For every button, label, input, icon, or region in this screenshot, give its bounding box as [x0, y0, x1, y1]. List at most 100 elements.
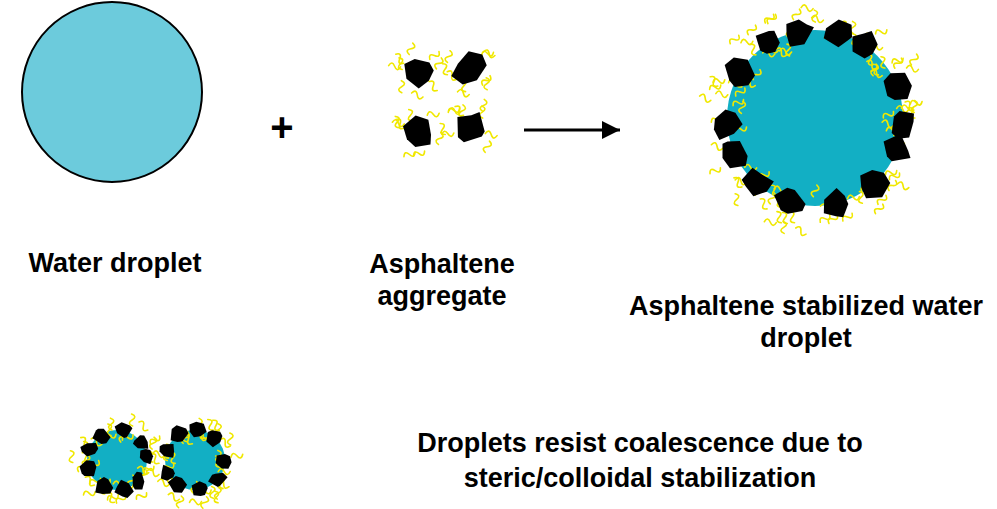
surfactant-chain — [396, 57, 405, 70]
surfactant-chain — [442, 130, 455, 137]
surfactant-chain — [189, 498, 201, 505]
asphaltene-particle — [216, 454, 232, 469]
surfactant-chain — [870, 68, 883, 78]
reaction-arrow — [524, 129, 620, 132]
asphaltene-particle — [160, 444, 175, 458]
asphaltene-particle — [756, 31, 780, 54]
surfactant-chain — [801, 5, 813, 12]
surfactant-chain — [230, 451, 243, 460]
surfactant-chain — [392, 115, 402, 128]
surfactant-chain — [458, 105, 466, 118]
surfactant-chain — [716, 91, 728, 98]
asphaltene-particle — [95, 477, 113, 494]
node-caption: Water droplet — [0, 247, 230, 279]
surfactant-chain — [794, 225, 807, 236]
surfactant-chain — [732, 176, 744, 189]
surfactant-chain — [906, 65, 919, 72]
surfactant-chain — [212, 490, 221, 503]
surfactant-chain — [758, 197, 770, 210]
asphaltene-particle — [860, 170, 890, 198]
node-illustration — [360, 0, 524, 248]
asphaltene-particle — [161, 465, 175, 481]
surfactant-chain — [485, 131, 498, 139]
asphaltene-particle — [140, 449, 153, 464]
surfactant-chain — [875, 27, 888, 37]
surfactant-chain — [728, 33, 741, 46]
surfactant-chain — [167, 492, 180, 502]
node-caption: Asphaltene aggregate — [360, 248, 524, 313]
asphaltene-particle — [189, 422, 206, 437]
asphaltene-particle — [133, 435, 148, 448]
surfactant-chain — [738, 101, 745, 114]
asphaltene-particle — [884, 136, 911, 162]
asphaltene-particle — [114, 480, 133, 498]
asphaltene-particle — [208, 473, 228, 487]
asphaltene-particle — [725, 57, 755, 86]
surfactant-chain — [445, 50, 453, 63]
surfactant-chain — [483, 49, 496, 58]
asphaltene-particle — [722, 141, 747, 168]
droplet-node: Water droplet — [0, 0, 230, 285]
asphaltene-particle — [824, 20, 852, 48]
asphaltene-particle — [133, 472, 145, 490]
surfactant-chain — [896, 181, 909, 190]
surfactant-chain — [412, 148, 425, 158]
asphaltene-particle — [92, 429, 110, 444]
surfactant-chain — [746, 23, 758, 36]
surfactant-chain — [200, 496, 209, 509]
asphaltene-particle — [115, 422, 133, 438]
asphaltene-particle — [80, 460, 97, 476]
surfactant-chain — [398, 81, 404, 93]
asphaltene-particle — [171, 425, 189, 442]
node-caption: Asphaltene stabilized water droplet — [620, 290, 992, 355]
surfactant-chain — [911, 100, 917, 112]
asphaltene-particle — [774, 188, 806, 214]
surfactant-chain — [811, 15, 824, 23]
surfactant-chain — [427, 110, 440, 118]
water-droplet — [22, 2, 202, 182]
asphaltene-particle — [852, 31, 877, 59]
asphaltene-particle — [206, 430, 222, 447]
surfactant-chain — [68, 450, 76, 463]
droplet-node: Asphaltene stabilized water droplet — [620, 0, 992, 360]
surfactant-chain — [764, 219, 776, 226]
surfactant-chain — [480, 99, 487, 112]
surfactant-chain — [457, 89, 470, 98]
surfactant-chain — [870, 63, 881, 76]
asphaltene-particle — [892, 111, 914, 139]
surfactant-chain — [428, 49, 441, 61]
surfactant-chain — [427, 80, 439, 93]
surfactant-chain — [83, 475, 96, 487]
surfactant-chain — [227, 433, 234, 445]
surfactant-chain — [748, 43, 759, 56]
surfactant-chain — [480, 74, 492, 87]
surfactant-chain — [411, 90, 424, 100]
asphaltene-particle — [786, 19, 814, 46]
asphaltene-particle — [80, 443, 98, 456]
note-text: Droplets resist coalescence due to steri… — [328, 426, 952, 496]
surfactant-chain — [881, 119, 894, 128]
surfactant-chain — [440, 62, 450, 75]
asphaltene-particle — [714, 110, 743, 141]
coalescence-pair — [68, 414, 244, 509]
asphaltene-particle — [742, 168, 774, 196]
droplet-node: Asphaltene aggregate — [360, 0, 524, 320]
surfactant-chain — [882, 109, 895, 121]
surfactant-chain — [135, 490, 148, 502]
surfactant-chain — [763, 12, 776, 25]
asphaltene-particle — [451, 51, 486, 84]
surfactant-chain — [712, 77, 725, 85]
surfactant-chain — [710, 142, 723, 151]
asphaltene-particle — [404, 59, 433, 88]
surfactant-chain — [847, 194, 860, 202]
surfactant-chain — [892, 57, 904, 70]
surfactant-chain — [909, 53, 920, 66]
surfactant-chain — [176, 495, 185, 508]
surfactant-chain — [449, 107, 461, 114]
surfactant-chain — [732, 193, 741, 206]
water-core — [727, 30, 903, 206]
surfactant-chain — [709, 165, 722, 176]
asphaltene-particle — [192, 481, 208, 496]
surfactant-chain — [83, 489, 96, 498]
plus-sign: + — [262, 103, 302, 151]
